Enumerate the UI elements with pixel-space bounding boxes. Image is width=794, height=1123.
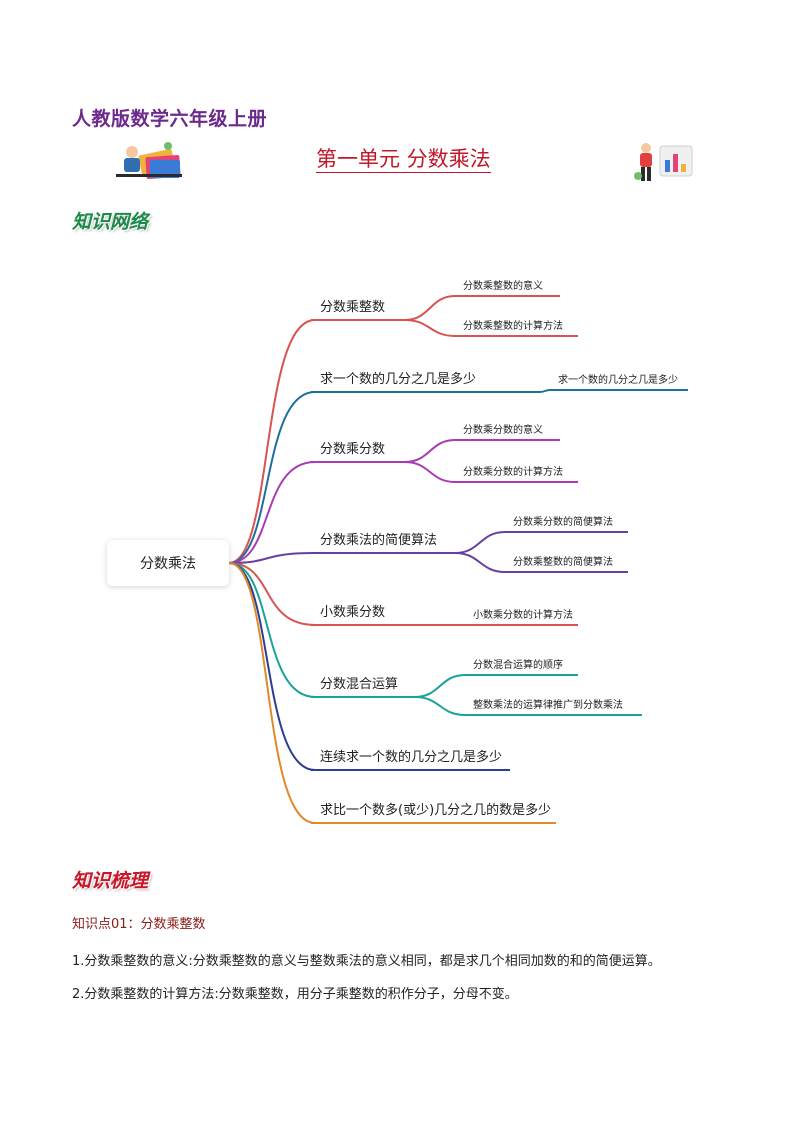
child-label: 分数乘整数的计算方法 [463, 319, 563, 332]
branch-connector [228, 391, 316, 564]
branch-label: 分数乘整数 [320, 300, 385, 315]
child-label: 求一个数的几分之几是多少 [558, 373, 678, 386]
child-connector [404, 461, 578, 483]
knowledge-network-title: 知识网络 [72, 211, 149, 233]
branch-connector [228, 461, 316, 564]
branch-label: 分数乘法的简便算法 [320, 532, 437, 548]
child-label: 分数乘分数的意义 [463, 423, 543, 436]
child-connector [414, 696, 642, 716]
child-connector [404, 295, 560, 321]
branch-connector [228, 562, 316, 771]
knowledge-item-2: 2.分数乘整数的计算方法:分数乘整数，用分子乘整数的积作分子，分母不变。 [72, 987, 518, 1002]
child-label: 整数乘法的运算律推广到分数乘法 [473, 698, 623, 711]
child-label: 分数乘分数的简便算法 [513, 515, 613, 528]
child-label: 分数乘整数的简便算法 [513, 555, 613, 568]
child-connector [414, 674, 578, 698]
knowledge-item-1: 1.分数乘整数的意义:分数乘整数的意义与整数乘法的意义相同，都是求几个相同加数的… [72, 954, 661, 969]
knowledge-review-title: 知识梳理 [72, 870, 149, 892]
branch-label: 连续求一个数的几分之几是多少 [320, 749, 502, 765]
branch-connector [228, 552, 316, 564]
branch-label: 求一个数的几分之几是多少 [320, 371, 476, 387]
branch-label: 分数混合运算 [320, 677, 398, 692]
branch-connector [228, 562, 316, 698]
child-connector [539, 389, 688, 393]
child-connector [404, 439, 560, 463]
mindmap-root: 分数乘法 [107, 540, 229, 586]
branch-connector [228, 319, 316, 564]
branch-label: 分数乘分数 [320, 442, 385, 457]
branch-connector [228, 562, 316, 824]
branch-label: 求比一个数多(或少)几分之几的数是多少 [320, 802, 551, 818]
knowledge-point-title: 知识点01：分数乘整数 [72, 917, 206, 932]
study-illustration-icon [116, 142, 182, 180]
branch-connector [228, 562, 316, 626]
child-connector [404, 319, 578, 337]
unit-title: 第一单元 分数乘法 [316, 147, 491, 173]
child-connector [454, 552, 628, 573]
book-title: 人教版数学六年级上册 [72, 108, 268, 130]
child-label: 分数乘整数的意义 [463, 279, 543, 292]
presenter-illustration-icon [634, 143, 693, 181]
child-connector [454, 531, 628, 554]
child-label: 分数混合运算的顺序 [473, 658, 563, 671]
branch-label: 小数乘分数 [320, 605, 385, 620]
child-label: 小数乘分数的计算方法 [473, 608, 573, 621]
child-label: 分数乘分数的计算方法 [463, 465, 563, 478]
